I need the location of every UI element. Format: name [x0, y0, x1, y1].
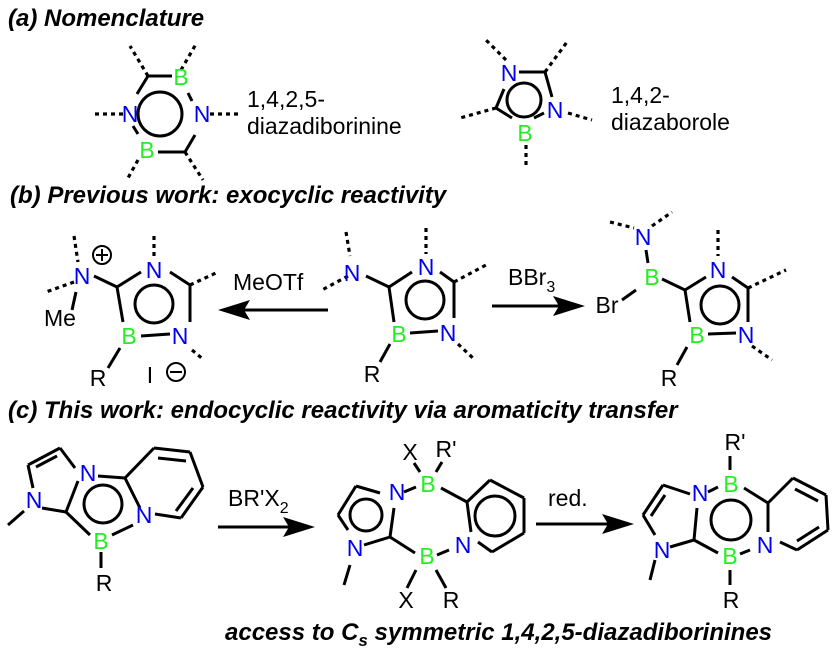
footnote: access to Cs symmetric 1,4,2,5-diazadibo… [225, 619, 772, 650]
reagent-brx2-base: BR'X [228, 485, 280, 511]
panel-c-heading: (c) This work: endocyclic reactivity via… [8, 397, 679, 424]
panel-c: (c) This work: endocyclic reactivity via… [7, 397, 830, 650]
atom-nitrogen: N [194, 101, 211, 127]
bis-boryl-intermediate-structure: X R' N [336, 436, 526, 613]
atom-boron: B [173, 64, 188, 90]
atom-nitrogen: N [74, 263, 91, 289]
atom-nitrogen: N [347, 535, 364, 561]
r-group-label: R [723, 587, 740, 613]
footnote-prefix: access to C [225, 619, 359, 646]
reagent-bbr3-base: BBr [508, 264, 547, 290]
compound-name-line2: diazaborole [611, 109, 730, 135]
reagent-reduction: red. [548, 485, 588, 511]
atom-nitrogen: N [26, 487, 43, 513]
panel-b-heading: (b) Previous work: exocyclic reactivity [10, 182, 448, 209]
atom-boron: B [121, 323, 136, 349]
arrowhead-icon [553, 296, 585, 316]
compound-name-line2: diazadiborinine [247, 113, 402, 139]
footnote-subscript: s [358, 631, 367, 650]
atom-nitrogen: N [80, 460, 97, 486]
atom-nitrogen: N [501, 60, 518, 86]
atom-boron: B [391, 321, 406, 347]
diazadiborinine-product-structure: R' N B [641, 429, 830, 613]
atom-boron: B [644, 264, 659, 290]
r-group-label: R [90, 365, 107, 391]
reagent-brx2: BR'X2 [228, 485, 289, 517]
r-group-label: R [96, 570, 113, 596]
atom-nitrogen: N [635, 224, 652, 250]
atom-boron: B [689, 322, 704, 348]
diazadiborinine-structure: B N N B [92, 43, 240, 181]
atom-boron: B [93, 528, 108, 554]
atom-nitrogen: N [136, 502, 153, 528]
atom-nitrogen: N [738, 322, 755, 348]
r-prime-label: R' [435, 436, 456, 462]
atom-nitrogen: N [418, 254, 435, 280]
atom-boron: B [420, 471, 435, 497]
atom-nitrogen: N [389, 479, 406, 505]
footnote-suffix: symmetric 1,4,2,5-diazadiborinines [368, 619, 772, 646]
tricyclic-starting-material-structure: N N N B R [7, 446, 205, 596]
atom-nitrogen: N [547, 97, 564, 123]
atom-nitrogen: N [654, 537, 671, 563]
arrowhead-icon [218, 300, 250, 320]
atom-nitrogen: N [710, 257, 727, 283]
negative-charge-icon [166, 362, 186, 382]
arrowhead-icon [283, 517, 315, 537]
borylated-product-structure: N B Br N N B R [596, 210, 787, 391]
atom-nitrogen: N [344, 260, 361, 286]
diazaborole-structure: N N B [459, 38, 593, 168]
arrowhead-icon [602, 514, 634, 534]
panel-a-heading: (a) Nomenclature [8, 5, 204, 32]
halide-label: X [398, 587, 413, 613]
atom-boron: B [419, 543, 434, 569]
atom-nitrogen: N [440, 320, 457, 346]
atom-nitrogen: N [122, 101, 139, 127]
positive-charge-icon [92, 245, 112, 265]
r-group-label: R [661, 365, 678, 391]
atom-boron: B [517, 120, 532, 146]
reagent-brx2-subscript: 2 [280, 500, 289, 517]
r-prime-label: R' [724, 429, 745, 455]
reagent-meotf: MeOTf [233, 269, 304, 295]
atom-boron: B [139, 137, 154, 163]
atom-nitrogen: N [146, 257, 163, 283]
atom-nitrogen: N [692, 480, 709, 506]
iodide-label: I [147, 362, 153, 388]
methyl-label: Me [44, 305, 76, 331]
r-group-label: R [364, 361, 381, 387]
panel-a: (a) Nomenclature B N N B 1,4,2,5- diazad… [8, 5, 730, 181]
compound-name-line1: 1,4,2- [611, 82, 670, 108]
bromine-label: Br [596, 292, 619, 318]
methylated-product-structure: N N N B Me R I [44, 235, 219, 391]
aminodiazaborole-structure: N N N B R [321, 228, 487, 387]
reagent-bbr3: BBr3 [508, 264, 555, 296]
panel-b: (b) Previous work: exocyclic reactivity … [10, 182, 787, 391]
reagent-bbr3-subscript: 3 [546, 279, 555, 296]
halide-label: X [402, 439, 417, 465]
atom-boron: B [723, 471, 738, 497]
atom-nitrogen: N [455, 532, 472, 558]
atom-nitrogen: N [757, 532, 774, 558]
compound-name-line1: 1,4,2,5- [247, 86, 325, 112]
r-group-label: R [443, 587, 460, 613]
atom-boron: B [722, 543, 737, 569]
atom-nitrogen: N [172, 323, 189, 349]
